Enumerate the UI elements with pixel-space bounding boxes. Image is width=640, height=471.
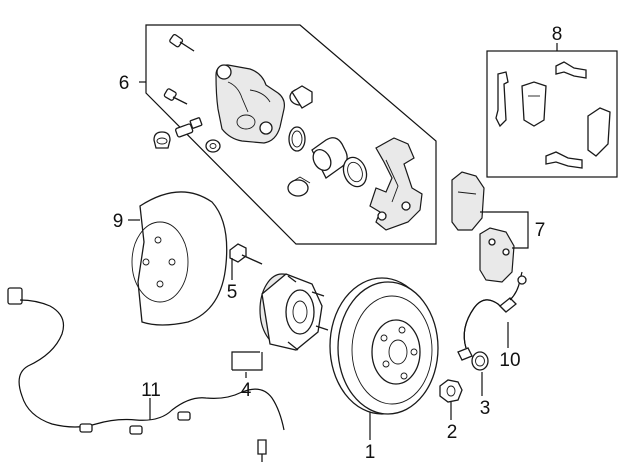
leader-lines [128,43,558,440]
pad-clip-left [495,71,509,128]
caliper-bolt-upper [169,33,195,52]
pad-spring-bottom [545,151,583,169]
callout-5: 5 [227,282,238,303]
dust-shield [131,191,228,326]
piston-large [311,137,348,179]
brake-pad-inner [479,227,515,283]
callout-1: 1 [365,442,376,463]
hub-bolt [229,243,263,265]
callout-4: 4 [241,380,252,401]
callout-6: 6 [119,73,130,94]
callout-2: 2 [447,422,458,443]
piston-boot [342,156,368,188]
seal-ring [205,139,221,153]
brake-hose [457,271,527,361]
wheel-speed-sensor [7,287,285,462]
pad-shim-upper [521,81,547,127]
callout-8: 8 [552,24,563,45]
bleeder-screw [175,117,203,138]
pad-shim-right [587,107,611,157]
hub-bearing [259,273,329,351]
piston-small-upper [289,85,313,109]
bleeder-cap [153,131,171,149]
piston-seal-ring [288,126,306,152]
callout-7: 7 [535,220,546,241]
pad-spring-top [555,61,587,79]
callout-9: 9 [113,211,124,232]
caliper-housing [215,64,285,144]
caliper-bolt-lower [163,88,188,105]
callout-10: 10 [499,350,520,371]
brake-rotor [329,277,439,415]
caliper-bracket [369,137,423,231]
callout-3: 3 [480,398,491,419]
brake-pad-outer [451,171,485,231]
caliper-kit-panel [145,24,437,245]
callout-11: 11 [141,380,161,401]
piston-small-lower [287,176,311,197]
pad-hardware-panel [486,50,618,178]
hub-nut [439,379,463,403]
copper-washer [471,351,489,371]
